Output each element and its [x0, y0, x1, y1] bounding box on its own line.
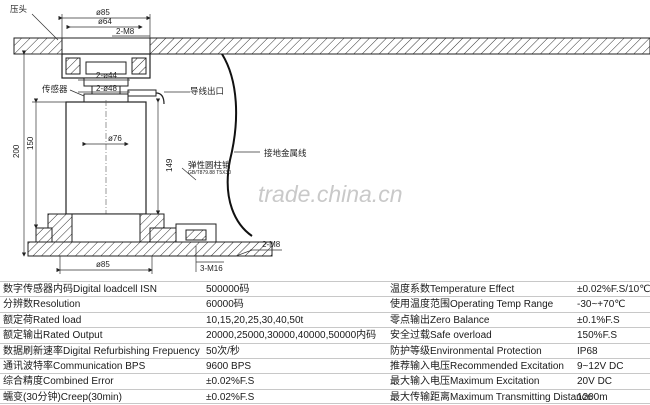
- spec-label: 最大传输距离Maximum Transmitting Distance: [390, 391, 593, 403]
- spec-value: 9~12V DC: [577, 360, 624, 372]
- spec-label: 额定输出Rated Output: [3, 330, 103, 342]
- pressure-head: [61, 53, 151, 79]
- load-cell-drawing: 压头 传感器 导线出口 弹性圆柱销 GB/T879.88 T5X30 接地金属线…: [10, 4, 650, 274]
- dim-h150: 150: [26, 136, 35, 150]
- spec-value: 1200m: [577, 391, 608, 403]
- spec-label: 数据刷新速率Digital Refurbishing Frepuency: [3, 345, 200, 357]
- cable-outlet: [127, 89, 165, 105]
- spec-label: 蠕变(30分钟)Creep(30min): [3, 391, 122, 403]
- spec-value: 150%F.S: [577, 330, 618, 342]
- spec-value: 500000码: [206, 284, 250, 295]
- spec-row: 综合精度Combined Error ±0.02%F.S 最大输入电压Maxim…: [0, 373, 650, 389]
- spec-value: 20V DC: [577, 376, 613, 388]
- label-sensor: 传感器: [42, 84, 68, 94]
- spec-value: 9600 BPS: [206, 360, 252, 372]
- spec-label: 通讯波特率Communication BPS: [3, 360, 146, 372]
- dim-h200: 200: [12, 144, 21, 158]
- dim-d76: ø76: [108, 134, 122, 143]
- spec-label: 零点输出Zero Balance: [390, 314, 490, 326]
- spec-label: 推荐输入电压Recommended Excitation: [390, 360, 564, 372]
- dim-h149: 149: [165, 158, 174, 172]
- spec-row: 额定荷Rated load 10,15,20,25,30,40,50t 零点输出…: [0, 311, 650, 328]
- dim-d85-top: ø85: [96, 8, 110, 17]
- dim-d64: ø64: [98, 17, 112, 26]
- label-elastic-pin: 弹性圆柱销: [188, 160, 231, 170]
- dim-m8-top: 2-M8: [116, 27, 135, 36]
- spec-table: 数字传感器内码Digital loadcell ISN 500000码 温度系数…: [0, 281, 650, 404]
- label-elastic-pin-std: GB/T879.88 T5X30: [188, 170, 231, 176]
- spec-row: 数字传感器内码Digital loadcell ISN 500000码 温度系数…: [0, 281, 650, 297]
- spec-row: 蠕变(30分钟)Creep(30min) ±0.02%F.S 最大传输距离Max…: [0, 388, 650, 405]
- label-ground-wire: 接地金属线: [264, 148, 307, 158]
- spec-value: IP68: [577, 345, 598, 357]
- spec-value: 20000,25000,30000,40000,50000内码: [206, 330, 377, 342]
- dim-d44: 2-ø44: [96, 71, 117, 80]
- spec-value: ±0.1%F.S: [577, 314, 620, 326]
- spec-label: 防护等级Environmental Protection: [390, 345, 542, 357]
- label-cable-outlet: 导线出口: [190, 86, 224, 96]
- dim-m8-bottom: 2-M8: [262, 240, 281, 249]
- dimension-lines: [20, 13, 282, 274]
- spec-label: 额定荷Rated load: [3, 314, 82, 326]
- ground-wire: [221, 53, 253, 237]
- spec-value: ±0.02%F.S: [206, 391, 255, 403]
- spec-label: 分辨数Resolution: [3, 299, 81, 311]
- spec-label: 数字传感器内码Digital loadcell ISN: [3, 284, 157, 295]
- spec-label: 最大输入电压Maximum Excitation: [390, 376, 540, 388]
- spec-value: 60000码: [206, 299, 244, 311]
- spec-value: 50次/秒: [206, 345, 240, 357]
- top-plate: [13, 37, 650, 55]
- spec-label: 综合精度Combined Error: [3, 376, 114, 388]
- spec-row: 通讯波特率Communication BPS 9600 BPS 推荐输入电压Re…: [0, 357, 650, 374]
- spec-value: -30~+70℃: [577, 299, 626, 311]
- label-pressure-head: 压头: [10, 4, 28, 14]
- spec-value: ±0.02%F.S/10℃: [577, 284, 650, 295]
- spec-label: 使用温度范围Operating Temp Range: [390, 299, 554, 311]
- spec-row: 分辨数Resolution 60000码 使用温度范围Operating Tem…: [0, 296, 650, 312]
- spec-row: 额定输出Rated Output 20000,25000,30000,40000…: [0, 327, 650, 343]
- spec-label: 温度系数Temperature Effect: [390, 284, 515, 295]
- base-assembly: [27, 213, 273, 257]
- dim-m16: 3-M16: [200, 264, 223, 273]
- spec-row: 数据刷新速率Digital Refurbishing Frepuency 50次…: [0, 342, 650, 359]
- watermark: trade.china.cn: [258, 181, 402, 207]
- spec-value: 10,15,20,25,30,40,50t: [206, 314, 304, 326]
- dim-d85-bottom: ø85: [96, 260, 110, 269]
- spec-label: 安全过载Safe overload: [390, 330, 492, 342]
- sensor-body: [65, 100, 147, 218]
- dim-d48: 2-ø48: [96, 84, 117, 93]
- spec-value: ±0.02%F.S: [206, 376, 255, 388]
